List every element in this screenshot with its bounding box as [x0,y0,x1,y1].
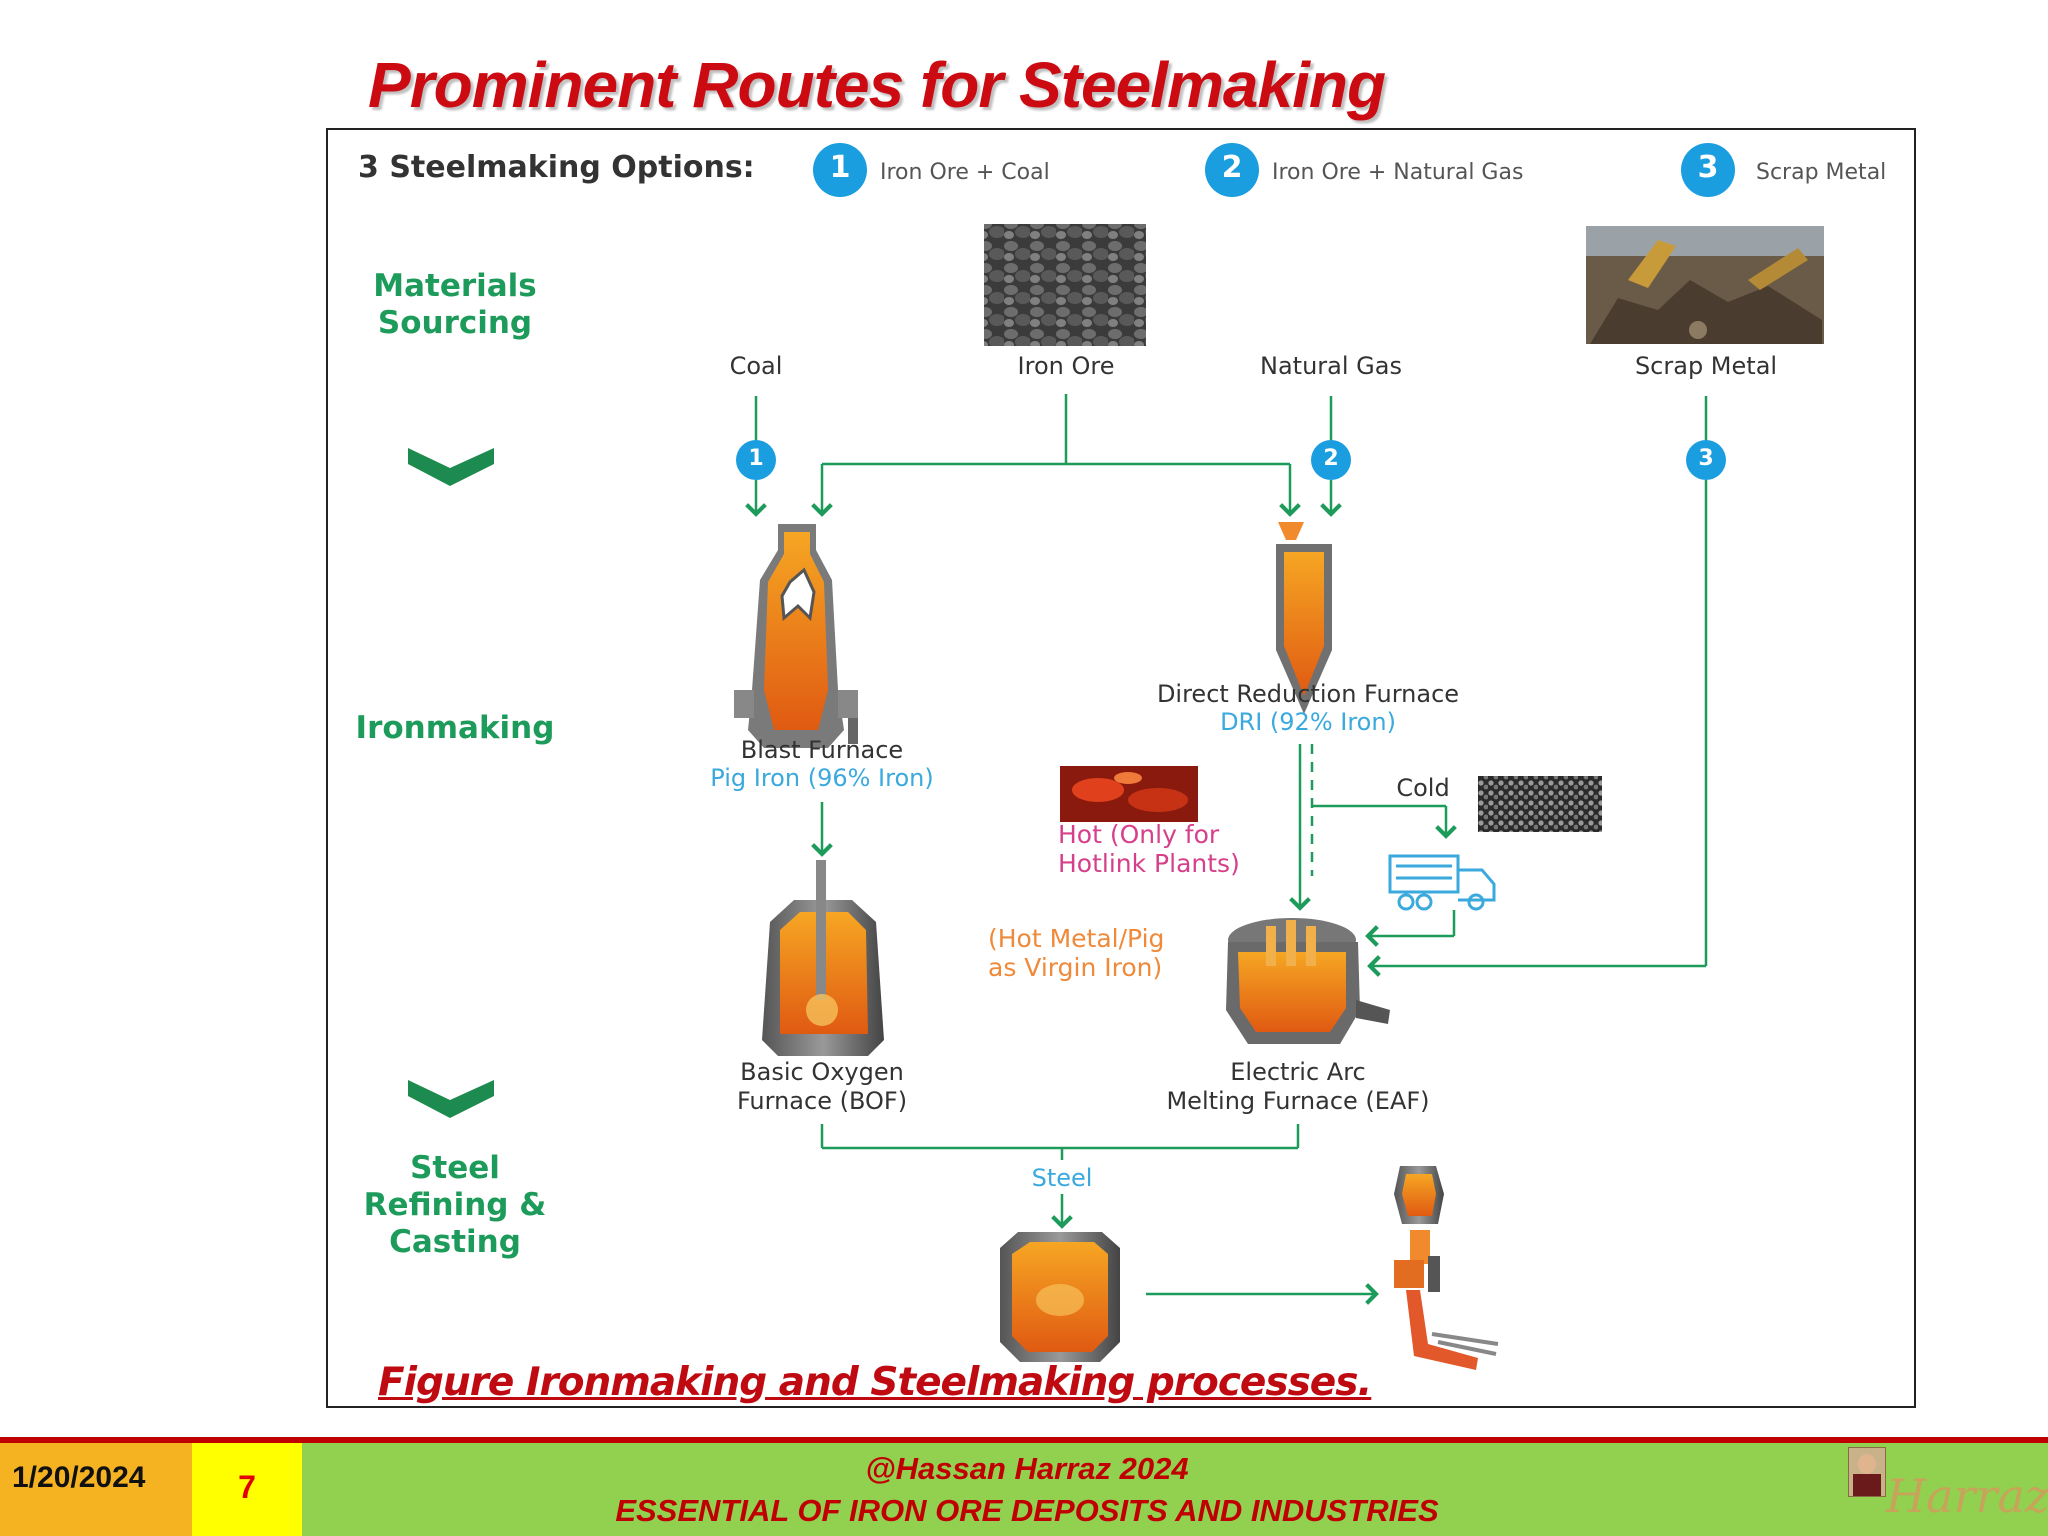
eaf-image [1226,918,1390,1044]
option-2-number: 2 [1221,150,1243,185]
option-1-label: Iron Ore + Coal [880,160,1050,185]
route-2-badge [1311,440,1351,480]
hot-link-note: Hot (Only for Hotlink Plants) [1058,820,1278,878]
stage-materials-sourcing: Materials Sourcing [328,268,582,342]
blast-furnace-label: Blast Furnace [740,736,904,764]
harraz-logo: Harraz [1886,1469,2048,1523]
page-title: Prominent Routes for Steelmaking [368,49,1386,121]
iron-ore-label: Iron Ore [1017,352,1115,380]
footer-main: @Hassan Harraz 2024 ESSENTIAL OF IRON OR… [302,1443,2048,1536]
chevron-down-icon [408,1080,494,1118]
route-3-number: 3 [1698,446,1714,471]
footer-course: ESSENTIAL OF IRON ORE DEPOSITS AND INDUS… [615,1493,1439,1528]
bof-line2: Furnace (BOF) [736,1087,908,1115]
eaf-line2: Melting Furnace (EAF) [1166,1087,1430,1115]
scrap-metal-image [1586,226,1824,344]
hot-link-line1: Hot (Only for [1058,820,1220,849]
stage-steel-line3: Casting [389,1224,521,1260]
dri-furnace-image [1276,522,1332,714]
hot-metal-line1: (Hot Metal/Pig [988,924,1165,953]
stage-ironmaking: Ironmaking [355,710,555,746]
route-1-number: 1 [748,446,764,471]
hot-link-line2: Hotlink Plants) [1058,849,1240,878]
bof-label: Basic Oxygen Furnace (BOF) [692,1058,952,1116]
author-photo [1848,1447,1886,1497]
option-1-badge [813,143,867,197]
page-number: 7 [238,1469,256,1505]
stage-steel-line2: Refining & [363,1187,547,1223]
cold-label: Cold [1396,774,1450,802]
stage-steel-refining-casting: Steel Refining & Casting [328,1150,582,1261]
footer-divider [0,1437,2048,1443]
option-3-label: Scrap Metal [1756,160,1887,185]
hot-metal-note: (Hot Metal/Pig as Virgin Iron) [988,924,1208,982]
dri-product-label: DRI (92% Iron) [1220,708,1396,736]
option-3-number: 3 [1697,150,1719,185]
stage-materials-line1: Materials [373,268,537,304]
bof-image [762,860,884,1056]
option-3-badge [1681,143,1735,197]
natural-gas-label: Natural Gas [1260,352,1402,380]
footer-page-cell: 7 [192,1443,302,1536]
scrap-metal-label: Scrap Metal [1634,352,1778,380]
continuous-caster-image [1394,1166,1499,1370]
hot-iron-image [1060,766,1198,822]
steel-label: Steel [1031,1164,1093,1192]
option-2-label: Iron Ore + Natural Gas [1272,160,1524,185]
ladle-image [1000,1232,1120,1362]
route-1-badge [736,440,776,480]
dri-furnace-label: Direct Reduction Furnace [1156,680,1460,708]
hot-metal-line2: as Virgin Iron) [988,953,1163,982]
diagram-frame: 3 Steelmaking Options: 1 Iron Ore + Coal… [326,128,1916,1408]
eaf-label: Electric Arc Melting Furnace (EAF) [1138,1058,1458,1116]
dump-truck-icon [1388,854,1496,911]
chevron-down-icon [408,448,494,486]
stage-materials-line2: Sourcing [377,305,533,341]
coal-label: Coal [729,352,783,380]
option-2-badge [1205,143,1259,197]
options-heading: 3 Steelmaking Options: [358,150,755,185]
eaf-line1: Electric Arc [1230,1058,1366,1086]
blast-furnace-image [734,524,858,748]
dri-pellets-image [1478,776,1602,832]
route-2-number: 2 [1323,446,1339,471]
flow-diagram [408,143,1824,1370]
stage-steel-line1: Steel [410,1150,500,1186]
pig-iron-label: Pig Iron (96% Iron) [710,764,934,792]
route-3-badge [1686,440,1726,480]
bof-line1: Basic Oxygen [740,1058,904,1086]
figure-caption: Figure Ironmaking and Steelmaking proces… [378,1360,1372,1405]
iron-ore-image [984,224,1146,346]
option-badges [813,143,1735,197]
footer-date: 1/20/2024 [12,1461,146,1494]
footer-date-cell: 1/20/2024 [0,1443,192,1536]
option-1-number: 1 [829,150,851,185]
footer-author: @Hassan Harraz 2024 [865,1451,1189,1486]
